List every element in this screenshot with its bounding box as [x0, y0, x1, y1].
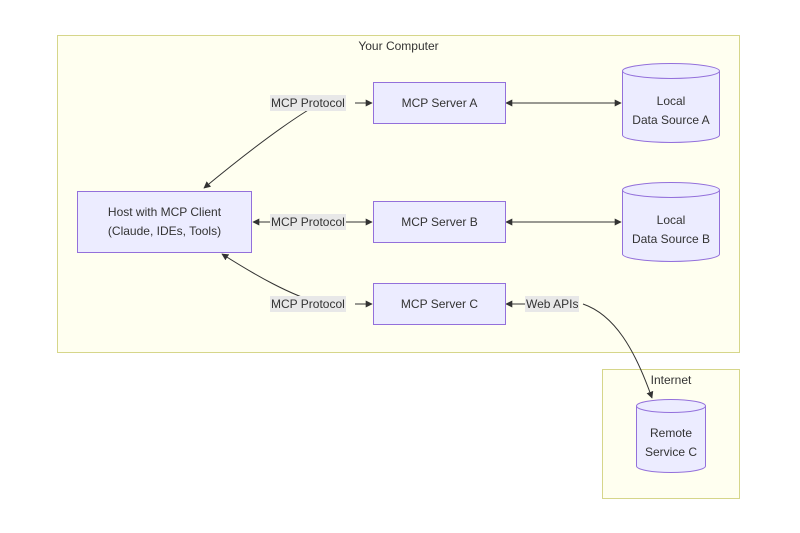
cylinder-shape-a	[622, 63, 720, 143]
node-mcp-server-c: MCP Server C	[373, 283, 506, 325]
remote-c-line2: Service C	[644, 445, 697, 459]
node-mcp-server-a: MCP Server A	[373, 82, 506, 124]
node-host-line2: (Claude, IDEs, Tools)	[107, 224, 222, 238]
node-mcp-server-b: MCP Server B	[373, 201, 506, 243]
node-host-line1: Host with MCP Client	[107, 205, 222, 219]
cylinder-shape-c	[636, 399, 706, 473]
edge-label-protocol-b: MCP Protocol	[270, 214, 346, 230]
edge-label-protocol-c: MCP Protocol	[270, 296, 346, 312]
cluster-your-computer-title: Your Computer	[358, 39, 439, 53]
node-local-data-source-a: Local Data Source A	[622, 63, 720, 143]
cluster-internet-title: Internet	[650, 373, 692, 387]
edge-web-apis-remote-c	[582, 303, 654, 399]
node-remote-service-c: Remote Service C	[636, 399, 706, 473]
data-a-line1: Local	[656, 94, 686, 108]
edge-host-server-a	[203, 102, 321, 189]
edge-label-protocol-a: MCP Protocol	[270, 95, 346, 111]
remote-c-line1: Remote	[649, 426, 693, 440]
cluster-internet: Internet	[602, 369, 740, 499]
data-b-line1: Local	[656, 213, 686, 227]
node-host-with-mcp-client: Host with MCP Client (Claude, IDEs, Tool…	[77, 191, 252, 253]
node-local-data-source-b: Local Data Source B	[622, 182, 720, 262]
cylinder-shape-b	[622, 182, 720, 262]
data-b-line2: Data Source B	[631, 232, 711, 246]
data-a-line2: Data Source A	[632, 113, 710, 127]
edge-label-web-apis: Web APIs	[525, 296, 580, 312]
